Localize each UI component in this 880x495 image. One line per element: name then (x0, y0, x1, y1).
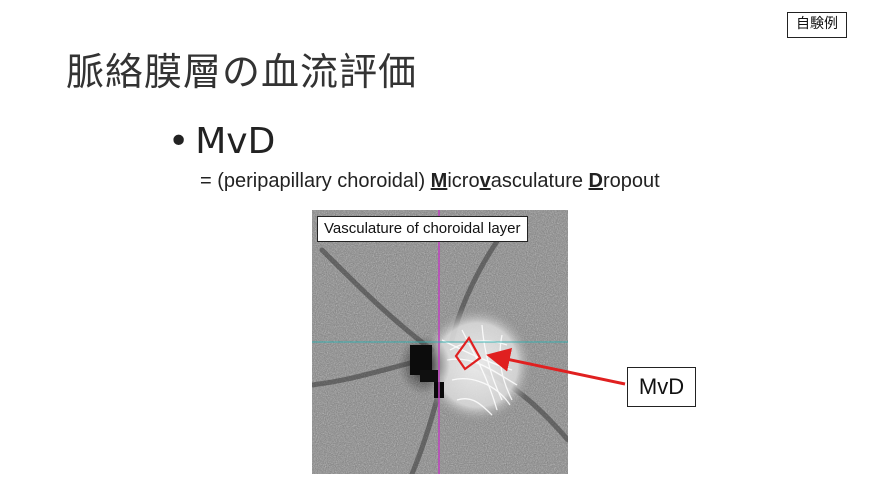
definition-line: = (peripapillary choroidal) Microvascula… (200, 168, 660, 194)
page-title: 脈絡膜層の血流評価 (66, 50, 418, 94)
definition-key-d: D (588, 170, 603, 192)
definition-rest-m: icro (447, 170, 480, 192)
definition-key-v: v (479, 170, 491, 192)
image-label: Vasculature of choroidal layer (317, 216, 528, 242)
oct-angiography-image (312, 210, 568, 474)
bullet-item: •MvD (168, 116, 275, 168)
bullet-term: MvD (195, 121, 276, 162)
definition-rest-d: ropout (603, 170, 660, 192)
definition-key-m: M (430, 170, 448, 192)
definition-rest-v: asculature (490, 170, 589, 192)
case-badge: 自験例 (787, 12, 847, 38)
mvd-callout-label: MvD (627, 367, 696, 407)
bullet-dot: • (168, 121, 190, 162)
definition-prefix: = (peripapillary choroidal) (200, 170, 431, 192)
